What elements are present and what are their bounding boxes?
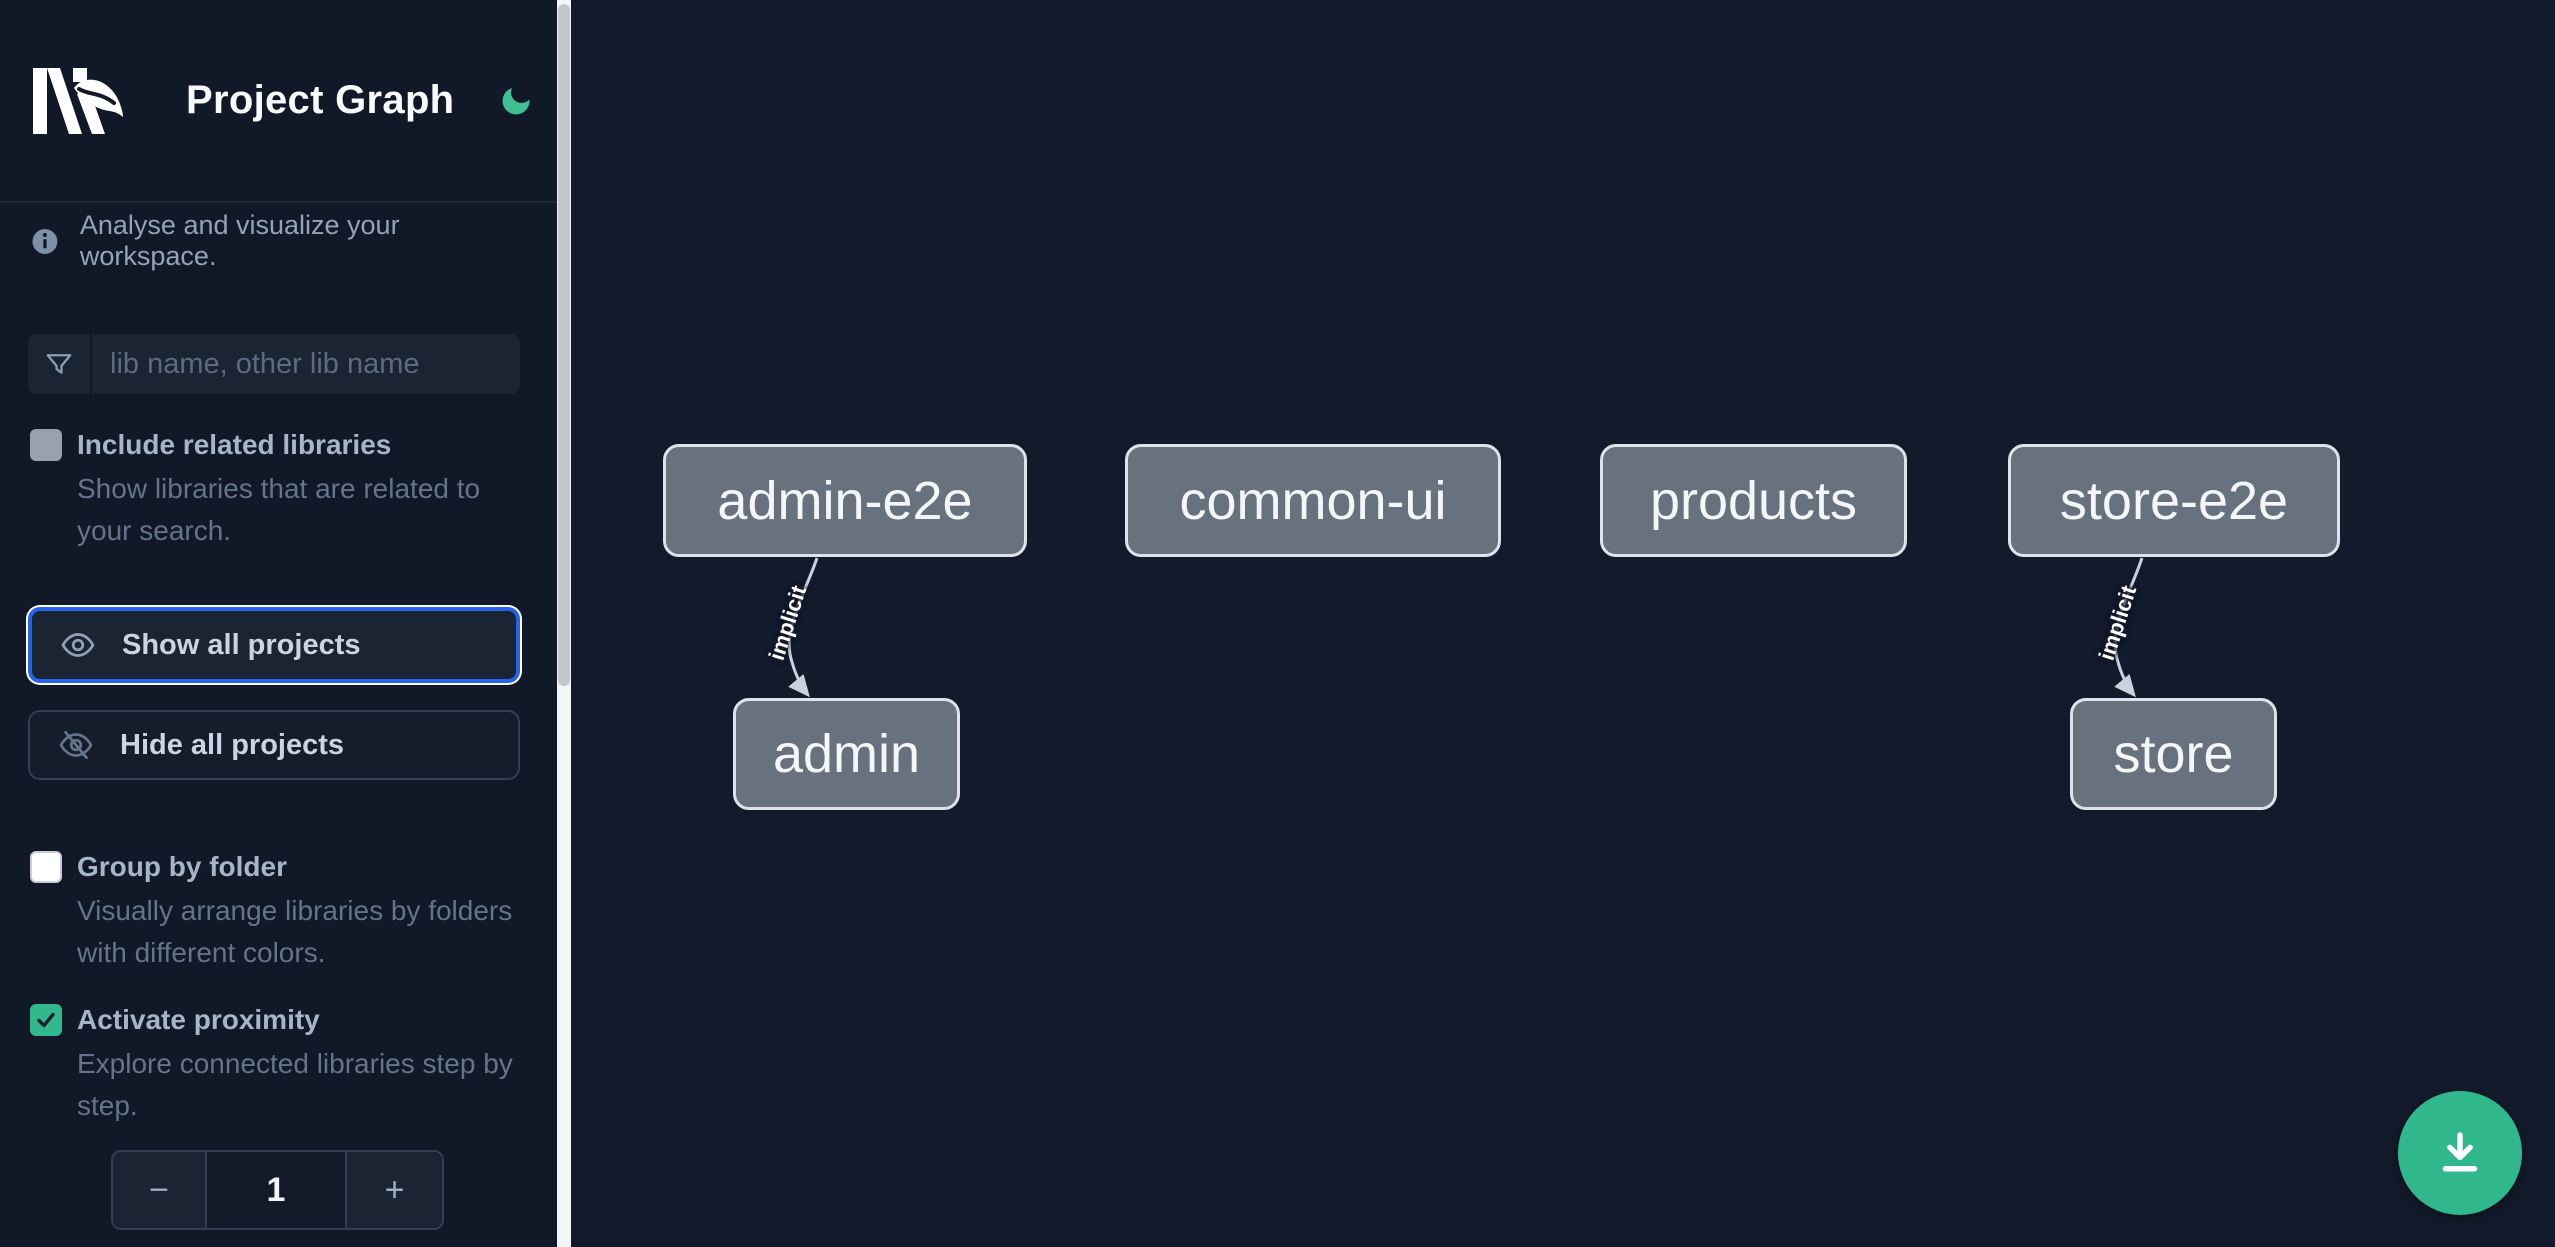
sidebar-scrollbar-thumb[interactable] (558, 4, 570, 686)
show-all-projects-button[interactable]: Show all projects (28, 607, 520, 683)
workspace-tagline: Analyse and visualize your workspace. (79, 210, 400, 271)
nx-logo (33, 67, 123, 134)
node-store[interactable]: store (2070, 698, 2277, 810)
activate-proximity-checkbox[interactable] (30, 1004, 62, 1036)
graph-canvas[interactable]: implicit implicit admin-e2e common-ui pr… (571, 0, 2555, 1247)
option-activate-proximity: Activate proximity Explore connected lib… (30, 1002, 530, 1127)
eye-off-icon (59, 730, 93, 760)
proximity-value: 1 (266, 1170, 286, 1209)
sidebar-scrollbar-track[interactable] (557, 0, 571, 1247)
check-icon (37, 1012, 55, 1028)
download-icon (2442, 1132, 2478, 1172)
dependency-edges (787, 557, 2144, 698)
include-related-checkbox[interactable] (30, 429, 62, 461)
proximity-increment-button[interactable]: + (345, 1152, 442, 1228)
option-include-related-libraries: Include related libraries Show libraries… (30, 427, 530, 552)
edge-label-implicit-store: implicit (2093, 582, 2142, 664)
show-all-projects-label: Show all projects (122, 628, 361, 661)
include-related-description: Show libraries that are related to your … (77, 473, 481, 546)
include-related-label: Include related libraries (77, 429, 392, 460)
theme-toggle-button[interactable] (498, 81, 534, 121)
hide-all-projects-button[interactable]: Hide all projects (28, 710, 520, 780)
option-group-by-folder: Group by folder Visually arrange librari… (30, 849, 530, 974)
proximity-stepper: − 1 + (111, 1150, 444, 1230)
node-products[interactable]: products (1600, 444, 1907, 557)
proximity-decrement-button[interactable]: − (113, 1152, 207, 1228)
page-title: Project Graph (186, 78, 455, 122)
node-store-e2e[interactable]: store-e2e (2008, 444, 2340, 557)
eye-icon (61, 633, 95, 657)
node-admin[interactable]: admin (733, 698, 960, 810)
hide-all-projects-label: Hide all projects (120, 728, 345, 761)
filter-input[interactable] (92, 334, 520, 394)
moon-icon (503, 87, 530, 114)
workspace-tagline-row: Analyse and visualize your workspace. (30, 210, 527, 272)
funnel-icon (28, 334, 92, 394)
sidebar: Project Graph Analyse and visualize your… (0, 0, 557, 1247)
filter-input-group (28, 334, 520, 394)
node-common-ui[interactable]: common-ui (1125, 444, 1501, 557)
node-admin-e2e[interactable]: admin-e2e (663, 444, 1027, 557)
info-icon (32, 228, 58, 254)
sidebar-header: Project Graph (0, 0, 557, 203)
group-by-folder-label: Group by folder (77, 851, 287, 882)
edge-label-implicit-admin: implicit (763, 582, 812, 664)
activate-proximity-description: Explore connected libraries step by step… (77, 1048, 513, 1121)
activate-proximity-label: Activate proximity (77, 1004, 320, 1035)
group-by-folder-description: Visually arrange libraries by folders wi… (77, 895, 513, 968)
download-graph-button[interactable] (2398, 1091, 2522, 1215)
group-by-folder-checkbox[interactable] (30, 851, 62, 883)
